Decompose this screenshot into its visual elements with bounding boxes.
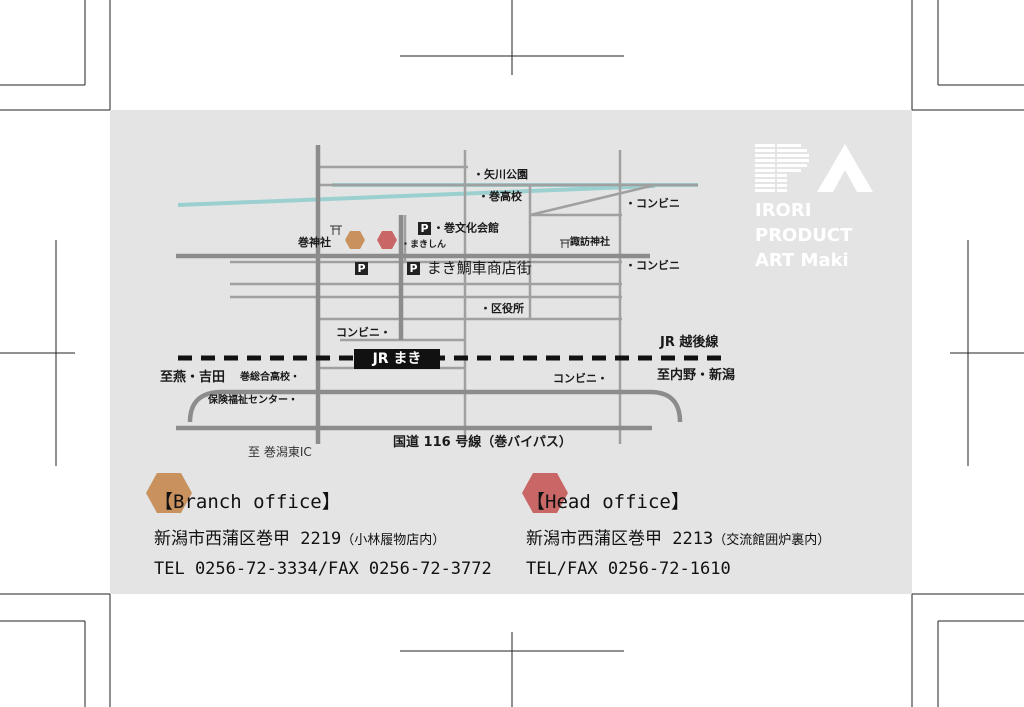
business-card: ・矢川公園 ・巻高校 ・コンビニ P・巻文化会館 巻神社 ・まきしん 諏訪神社 …	[110, 110, 912, 594]
head-office-title: 【Head office】	[526, 491, 690, 513]
suwa-shrine-label: 諏訪神社	[570, 237, 610, 248]
jr-maki-station: JR まき	[354, 349, 440, 369]
welfare-center-label: 保険福祉センター・	[208, 395, 298, 406]
makishin-label: ・まきしん	[401, 240, 447, 250]
maki-sogo-high-label: 巻総合高校・	[240, 372, 300, 383]
minor-roads	[230, 150, 698, 444]
to-tsubame-yoshida-label: 至燕・吉田	[160, 370, 226, 385]
head-marker-icon	[377, 231, 397, 249]
head-address: 新潟市西蒲区巻甲 2213（交流館囲炉裏内）	[526, 529, 831, 549]
logo-line-3: ART Maki	[755, 250, 849, 271]
main-roads	[176, 145, 683, 444]
konbini-label-2: ・コンビニ	[625, 259, 680, 272]
logo-line-2: PRODUCT	[755, 225, 853, 246]
jr-echigo-line-label: JR 越後線	[660, 335, 719, 350]
branch-hexagon-icon	[146, 473, 192, 513]
access-map	[176, 145, 726, 444]
to-ic-label: 至 巻潟東IC	[248, 445, 312, 459]
branch-office-title: 【Branch office】	[154, 491, 341, 513]
to-uchino-niigata-label: 至内野・新潟	[657, 368, 736, 383]
maki-high-label: ・巻高校	[478, 190, 522, 203]
konbini-label-4: コンビニ・	[553, 372, 608, 385]
shopping-street-label: P まき鯛車商店街	[407, 261, 532, 276]
branch-office: 【Branch office】 新潟市西蒲区巻甲 2219（小林履物店内） TE…	[154, 487, 492, 579]
logo-line-1: IRORI	[755, 200, 812, 221]
branch-address: 新潟市西蒲区巻甲 2219（小林履物店内）	[154, 529, 446, 549]
parking-icon: P	[418, 222, 431, 235]
maki-shrine-label: 巻神社	[298, 236, 331, 249]
ward-office-label: ・区役所	[480, 302, 524, 315]
culture-hall-label: P・巻文化会館	[418, 222, 499, 235]
parking-icon: P	[355, 262, 370, 275]
head-office: 【Head office】 新潟市西蒲区巻甲 2213（交流館囲炉裏内） TEL…	[526, 487, 830, 579]
ipa-logo-icon	[755, 144, 873, 192]
yagawa-park-label: ・矢川公園	[473, 168, 528, 181]
konbini-label-1: ・コンビニ	[625, 197, 680, 210]
konbini-label-3: コンビニ・	[336, 326, 391, 339]
head-phone: TEL/FAX 0256-72-1610	[526, 559, 731, 579]
branch-marker-icon	[345, 231, 365, 249]
parking-icon: P	[407, 262, 420, 275]
branch-phone: TEL 0256-72-3334/FAX 0256-72-3772	[154, 559, 492, 579]
route116-label: 国道 116 号線（巻バイパス）	[393, 435, 572, 450]
head-hexagon-icon	[522, 473, 568, 513]
shrine-icon	[330, 225, 570, 248]
